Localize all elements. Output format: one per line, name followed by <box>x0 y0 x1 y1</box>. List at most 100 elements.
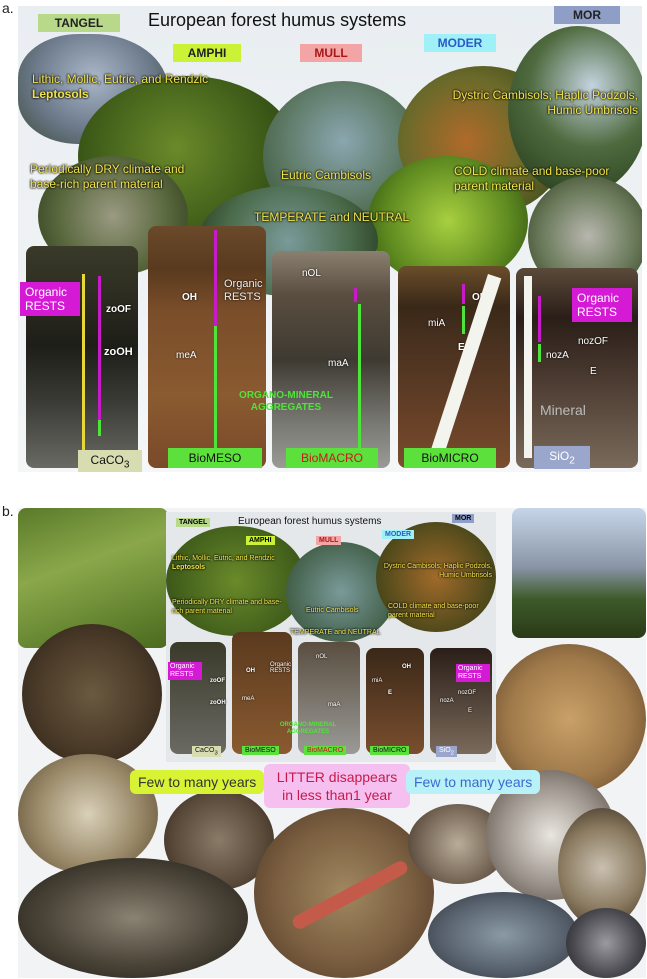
duration-right: Few to many years <box>406 770 541 794</box>
mull-organic-arrow <box>354 288 357 302</box>
label-mineral: Mineral <box>540 402 586 418</box>
mini-organic-left: Organic RESTS <box>168 662 202 680</box>
panel-a-title: European forest humus systems <box>148 10 407 30</box>
photo-insects <box>18 858 248 978</box>
label-noza: nozA <box>546 350 569 361</box>
mini-leptosols-prefix: Lithic, Mollic, Eutric, and Rendzic <box>172 555 275 562</box>
label-nol: nOL <box>302 268 321 279</box>
mini-soil-4 <box>366 648 424 754</box>
mor-mineral-arrow <box>538 344 541 362</box>
text-leptosols-bold: Leptosols <box>32 87 89 101</box>
tag-mull: MULL <box>300 44 362 62</box>
panel-a-figure: European forest humus systems TANGEL AMP… <box>18 6 642 472</box>
organic-rests-left: Organic RESTS <box>20 282 80 316</box>
caco3-subscript: 3 <box>123 459 130 471</box>
amphi-organic-arrow <box>214 230 217 326</box>
mini-panel-a: European forest humus systems TANGEL AMP… <box>166 512 496 762</box>
label-zoof: zoOF <box>106 304 131 315</box>
tag-moder: MODER <box>424 34 496 52</box>
text-leptosols: Lithic, Mollic, Eutric, and Rendzic Lept… <box>32 72 222 102</box>
photo-nematodes <box>428 892 578 978</box>
label-caco3: CaCO3 <box>78 450 142 472</box>
mini-zoof: zoOF <box>210 678 225 684</box>
panel-a-label: a. <box>2 0 14 16</box>
panel-b-figure: European forest humus systems TANGEL AMP… <box>18 508 646 978</box>
duration-left: Few to many years <box>130 770 265 794</box>
label-biomicro: BioMICRO <box>404 448 496 468</box>
label-sio2: SiO2 <box>534 446 590 470</box>
organic-rests-right: Organic RESTS <box>572 288 632 322</box>
duration-center: LITTER disappears in less than1 year <box>264 764 410 808</box>
text-eutric: Eutric Cambisols <box>281 168 372 182</box>
photo-beetles <box>566 908 646 978</box>
mini-biomacro: BioMACRO <box>304 746 347 755</box>
soil-profile-amphi <box>148 226 266 468</box>
mini-soil-3 <box>298 642 360 754</box>
label-biomeso: BioMESO <box>168 448 262 468</box>
mini-leptosols-bold: Leptosols <box>172 564 206 571</box>
label-e-moder: E <box>458 342 465 353</box>
text-dystric: Dystric Cambisols; Haplic Podzols, Humic… <box>452 88 638 117</box>
mini-caco3: CaCO3 <box>192 746 221 758</box>
mini-tag-tangel: TANGEL <box>176 518 211 527</box>
mini-organo-mineral: ORGANO-MINERAL AGGREGATES <box>279 722 337 735</box>
mini-tag-amphi: AMPHI <box>246 536 275 545</box>
mini-nol: nOL <box>316 654 328 660</box>
amphi-mineral-arrow <box>214 326 217 454</box>
text-leptosols-prefix: Lithic, Mollic, Eutric, and Rendzic <box>32 72 209 86</box>
mini-sio2-text: SiO <box>439 747 451 754</box>
label-oh-amphi: OH <box>182 292 197 303</box>
caco3-text: CaCO <box>90 453 124 467</box>
mini-biomicro: BioMICRO <box>370 746 410 755</box>
label-mea: meA <box>176 350 197 361</box>
mini-noza: nozA <box>440 698 454 704</box>
mini-sio2: SiO2 <box>436 746 457 758</box>
label-biomacro: BioMACRO <box>286 448 378 468</box>
mini-sio2-sub: 2 <box>450 750 454 757</box>
photo-needle-litter <box>492 644 646 794</box>
mini-text-dystric: Dystric Cambisols; Haplic Podzols, Humic… <box>383 563 492 579</box>
mini-soil-1 <box>170 642 226 754</box>
mini-title: European forest humus systems <box>238 516 382 527</box>
text-dry-climate: Periodically DRY climate and base-rich p… <box>30 162 185 191</box>
moder-organic-arrow <box>462 284 465 304</box>
mini-biomeso: BioMESO <box>242 746 279 755</box>
mini-oh-2: OH <box>402 664 411 670</box>
mini-zooh: zoOH <box>210 700 226 706</box>
panel-b-label: b. <box>2 503 14 519</box>
mor-measuring-tape <box>524 276 532 458</box>
tag-tangel: TANGEL <box>38 14 120 32</box>
mini-text-leptosols: Lithic, Mollic, Eutric, and Rendzic Lept… <box>172 554 276 572</box>
label-maa: maA <box>328 358 349 369</box>
mini-organic-right: Organic RESTS <box>456 664 490 682</box>
forest-photo-beech <box>368 156 528 286</box>
label-zooh: zoOH <box>104 346 133 358</box>
label-mia: miA <box>428 318 446 329</box>
organic-rests-amphi: Organic RESTS <box>224 278 263 303</box>
mini-text-eutric: Eutric Cambisols <box>306 607 359 614</box>
mor-organic-arrow <box>538 296 541 342</box>
mini-mea: meA <box>242 696 255 702</box>
mini-maa: maA <box>328 702 341 708</box>
mini-mia: miA <box>372 678 383 684</box>
photo-litter-roots <box>22 624 162 764</box>
mini-soil-2 <box>232 632 292 754</box>
tangel-ruler <box>82 274 85 454</box>
moder-mineral-arrow <box>462 306 465 334</box>
mini-organic-amphi: Organic RESTS <box>270 662 292 674</box>
mini-caco3-text: CaCO <box>195 747 215 754</box>
mini-nozof: nozOF <box>458 690 477 696</box>
mini-tag-mull: MULL <box>316 536 342 545</box>
tangel-organic-arrow <box>98 276 101 420</box>
mini-text-dry: Periodically DRY climate and base-rich p… <box>172 599 282 615</box>
mini-text-temperate: TEMPERATE and NEUTRAL <box>290 629 381 636</box>
tag-mor: MOR <box>554 6 620 24</box>
soil-profile-mull <box>272 251 390 468</box>
text-cold-climate: COLD climate and base-poor parent materi… <box>454 164 610 193</box>
mini-text-cold: COLD climate and base-poor parent materi… <box>388 603 479 619</box>
label-nozof: nozOF <box>578 336 609 347</box>
forest-photo-mor <box>508 26 642 196</box>
mini-e-1: E <box>388 690 393 696</box>
label-e-mor: E <box>590 366 597 377</box>
mini-forest-right <box>376 522 496 632</box>
